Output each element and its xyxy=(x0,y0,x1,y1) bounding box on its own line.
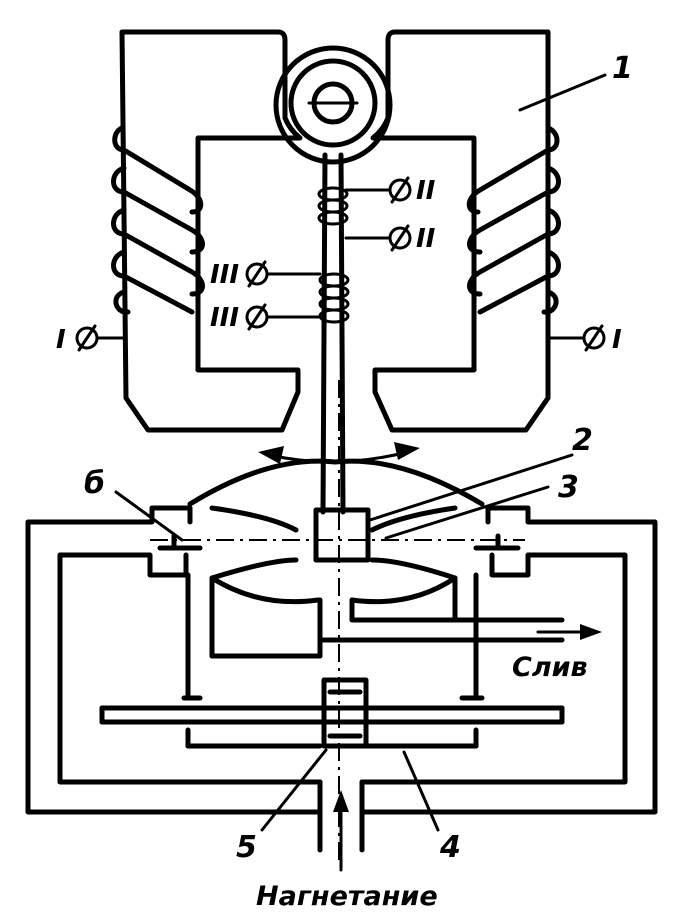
armature-rod-left xyxy=(320,152,328,515)
coil-I-right xyxy=(466,125,561,315)
terminal-III-lower: III xyxy=(210,303,239,333)
nozzle-lower xyxy=(209,557,458,605)
label-1: 1 xyxy=(612,51,633,86)
valve-body-inner xyxy=(57,552,628,785)
valve-body-outer xyxy=(25,505,658,815)
drain-label: Слив xyxy=(512,652,588,683)
label-5: 5 xyxy=(236,830,257,865)
armature-rod-right xyxy=(338,152,346,515)
nozzle-upper xyxy=(187,458,485,533)
label-6: б xyxy=(84,466,105,501)
armature-pivot-outer xyxy=(273,45,393,165)
magnet-core xyxy=(119,29,303,433)
terminal-II-lower: II xyxy=(416,224,436,254)
label-3: 3 xyxy=(558,470,579,505)
supply-arrow xyxy=(333,790,349,872)
terminal-I-right: I xyxy=(612,325,622,355)
label-2: 2 xyxy=(572,423,593,458)
side-pistons xyxy=(157,533,521,698)
terminal-II-upper: II xyxy=(416,176,436,206)
label-4: 4 xyxy=(439,830,461,865)
drain-arrow xyxy=(536,624,602,640)
supply-label: Нагнетание xyxy=(256,881,438,912)
coil-II xyxy=(317,186,349,226)
terminal-I-left: I xyxy=(56,325,66,355)
supply-inlet xyxy=(317,779,365,853)
jet-pipe-nozzle xyxy=(313,507,371,563)
magnet-core-right xyxy=(370,29,551,433)
receiver-block xyxy=(321,677,369,749)
armature-pivot-inner xyxy=(288,58,378,148)
leader-lines xyxy=(114,73,607,832)
terminal-symbols xyxy=(75,176,606,352)
terminal-III-upper: III xyxy=(210,260,239,290)
drain-channel xyxy=(317,597,565,643)
terminal-leads xyxy=(96,188,584,340)
spool xyxy=(99,695,565,749)
coil-I-left xyxy=(111,125,205,315)
